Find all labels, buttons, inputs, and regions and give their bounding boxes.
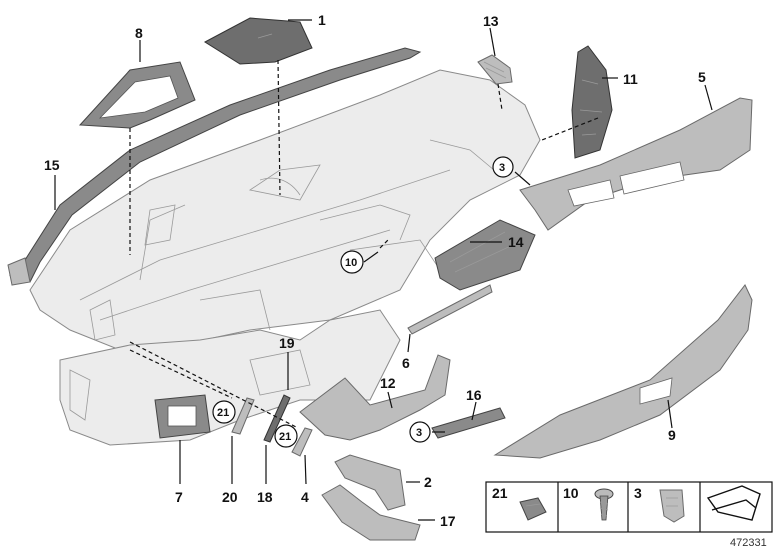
callout-labels: 1 8 13 11 5 15 14 6 12 16 9 19 2 17 7 20… [44, 12, 706, 529]
part-7-switch-block [154, 394, 211, 439]
callout-2: 2 [424, 474, 432, 490]
circled-callout-3-upper [492, 156, 514, 178]
legend-label-3: 3 [634, 485, 642, 501]
callout-9: 9 [668, 427, 676, 443]
part-9-lower-trim [493, 284, 753, 459]
circled-callout-3-lower [409, 421, 431, 443]
part-2-bracket [334, 454, 406, 511]
callout-16: 16 [466, 387, 482, 403]
leader-lines [54, 19, 713, 521]
callout-4: 4 [301, 489, 309, 505]
part-17-lower-cover [321, 484, 421, 541]
callout-17: 17 [440, 513, 456, 529]
callout-3-lower: 3 [416, 427, 422, 439]
part-13-vent [477, 54, 513, 85]
legend-label-10: 10 [563, 485, 579, 501]
screw-icon [594, 488, 614, 521]
callout-12: 12 [380, 375, 396, 391]
part-5-right-panel [519, 97, 753, 231]
fastener-pointer-icon [706, 485, 761, 521]
dashboard-carrier [29, 69, 541, 446]
callout-6: 6 [402, 355, 410, 371]
part-11-side-cover [571, 45, 613, 159]
callout-13: 13 [483, 13, 499, 29]
callout-20: 20 [222, 489, 238, 505]
callout-3-upper: 3 [499, 162, 505, 174]
part-20-clip [231, 397, 255, 435]
part-6-long-strip [407, 284, 493, 335]
callout-19: 19 [279, 335, 295, 351]
circled-callout-21-left [212, 400, 236, 424]
callout-15: 15 [44, 157, 60, 173]
part-8-bezel [78, 61, 196, 129]
callout-21-right: 21 [279, 431, 291, 443]
callout-7: 7 [175, 489, 183, 505]
circled-callouts: 3 10 21 21 3 [212, 156, 514, 448]
callout-11: 11 [623, 71, 638, 87]
part-4-clip [291, 427, 313, 457]
circled-callout-21-right [274, 424, 298, 448]
drawing-number: 472331 [730, 537, 767, 549]
callout-21-left: 21 [217, 407, 229, 419]
circled-callout-10 [340, 250, 364, 274]
part-18-19-strip [263, 394, 291, 443]
callout-8: 8 [135, 25, 143, 41]
part-16-small-trim [431, 407, 506, 439]
clip-icon [519, 497, 547, 521]
callout-18: 18 [257, 489, 273, 505]
part-14-storage-box [434, 219, 536, 291]
callout-10: 10 [345, 257, 357, 269]
nut-clip-icon [659, 489, 685, 523]
part-1-upper-cover [204, 17, 313, 65]
fastener-legend: 21 10 3 [485, 481, 773, 533]
callout-5: 5 [698, 69, 706, 85]
part-12-frame [299, 354, 451, 441]
legend-label-21: 21 [492, 485, 508, 501]
part-15-trim-strip [7, 47, 422, 286]
callout-14: 14 [508, 234, 524, 250]
callout-1: 1 [318, 12, 326, 28]
